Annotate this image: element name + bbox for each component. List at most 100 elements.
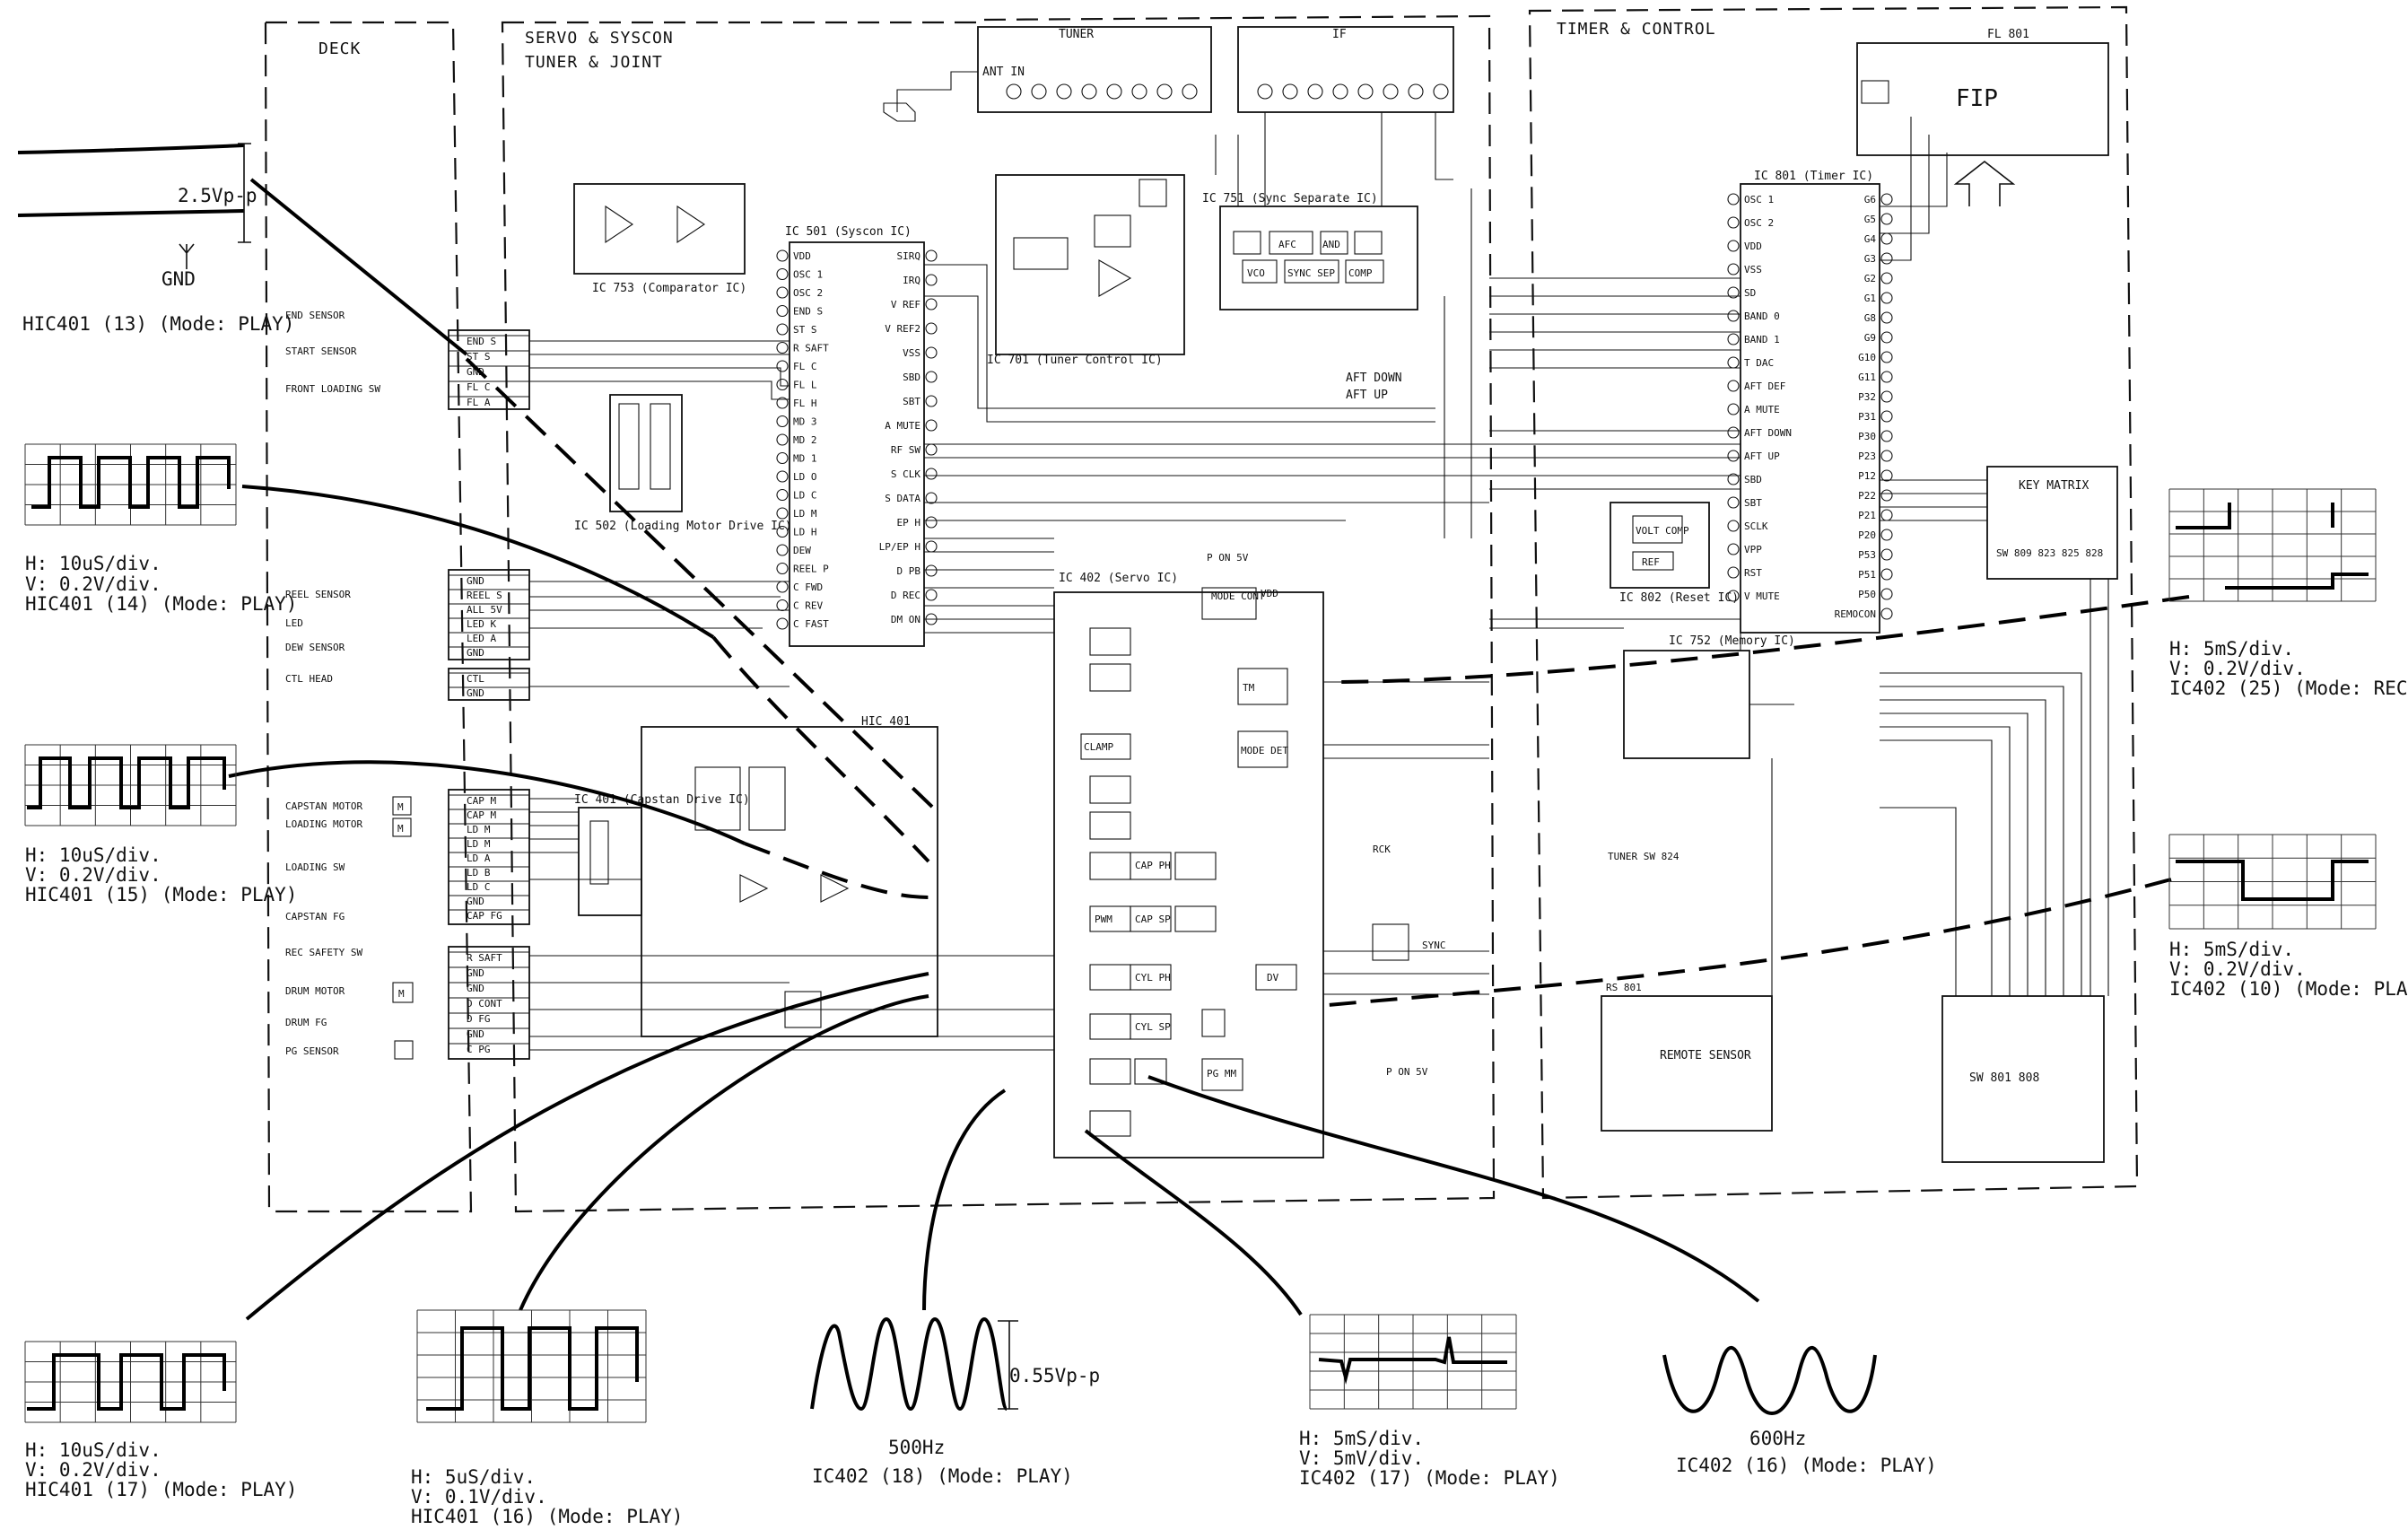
w10-h: H: 5mS/div. [2169,939,2294,960]
connector-pin-label: LED A [467,633,496,644]
pin-label: G10 [1858,352,1876,363]
w6-label: IC402 (18) (Mode: PLAY) [812,1465,1073,1487]
pin-marker [776,617,789,630]
pin-label: G5 [1864,214,1876,225]
pin-marker [776,323,789,336]
pin-label: A MUTE [885,420,920,432]
pin-label: G9 [1864,332,1876,344]
pin-marker [1880,410,1893,423]
hic401-label: HIC 401 [861,715,911,729]
pin-label: MD 1 [793,453,817,465]
pin-marker [1727,590,1740,602]
pin-label: AFT DEF [1744,380,1785,392]
reel-sensor-label: REEL SENSOR [285,589,351,600]
w4-v: V: 0.2V/div. [25,1459,161,1481]
servo-section: SERVO & SYSCON TUNER & JOINT [501,14,1496,1213]
pin-label: T DAC [1744,357,1774,369]
pin-label: VDD [1744,240,1762,252]
pin-marker [1727,566,1740,579]
pin-label: C FWD [793,581,823,593]
pin-marker [1727,286,1740,299]
end-sensor-label: END SENSOR [285,310,345,321]
pin-label: V REF2 [885,323,920,335]
pin-marker [1880,193,1893,205]
pin-label: G3 [1864,253,1876,265]
afc-label: AFC [1278,239,1296,250]
pin-marker [776,267,789,281]
tuner-label: TUNER [1059,28,1094,41]
w4-label: HIC401 (17) (Mode: PLAY) [25,1479,297,1500]
pin-marker [925,249,938,262]
pin-label: FL L [793,380,817,391]
pin-label: G4 [1864,233,1877,245]
pin-label: SD [1744,287,1756,299]
connector-pin-label: GND [467,575,484,587]
w7-h: H: 5mS/div. [1299,1428,1424,1449]
pin-label: RST [1744,567,1762,579]
timer-section: TIMER & CONTROL [1528,5,2139,1200]
w1-label: HIC401 (13) (Mode: PLAY) [22,313,294,335]
ic402-label: IC 402 (Servo IC) [1059,572,1178,585]
pin-marker [1727,263,1740,275]
pin-marker [776,397,789,409]
w5-h: H: 5uS/div. [411,1466,536,1488]
pin-label: G1 [1864,293,1876,304]
pin-label: OSC 1 [1744,194,1774,205]
sync-label: SYNC [1422,940,1446,951]
pin-label: LD C [793,490,817,502]
cyl-sp-label: CYL SP [1135,1021,1171,1033]
pin-marker [1880,331,1893,344]
ic502-label: IC 502 (Loading Motor Drive IC) [574,520,792,533]
pin-marker [1727,310,1740,322]
pin-marker [776,488,789,502]
mode-det-label: MODE DET [1241,745,1288,756]
pin-label: BAND 0 [1744,310,1780,322]
fl801-label: FL 801 [1987,28,2029,41]
pin-marker [1880,390,1893,403]
pin-label: MD 3 [793,416,817,428]
connector-pin-label: CAP FG [467,910,502,922]
ref-label: REF [1642,556,1660,568]
waveform-7: H: 5mS/div. V: 5mV/div. IC402 (17) (Mode… [1299,1314,1560,1489]
waveform-4: H: 10uS/div. V: 0.2V/div. HIC401 (17) (M… [24,1341,297,1500]
pin-label: S CLK [891,468,920,480]
ic802-reset: VOLT COMP REF IC 802 (Reset IC) [1610,502,1739,605]
ic802-label: IC 802 (Reset IC) [1619,591,1739,605]
pin-label: LD M [793,508,817,520]
pin-marker [1727,403,1740,415]
pin-label: SBD [1744,474,1762,485]
if-label: IF [1332,28,1347,41]
pin-label: OSC 2 [1744,217,1774,229]
pin-label: P30 [1858,431,1876,442]
connector-pin-label: LD M [467,838,491,850]
clamp-label: CLAMP [1084,741,1113,753]
key-matrix: KEY MATRIX SW 809 823 825 828 [1986,466,2118,580]
pin-label: G6 [1864,194,1876,205]
waveform-9: H: 5mS/div. V: 0.2V/div. IC402 (25) (Mod… [2168,488,2408,699]
w9-h: H: 5mS/div. [2169,638,2294,660]
pin-label: P20 [1858,529,1876,541]
connector-pin-label: FL C [467,381,491,393]
pin-marker [1880,371,1893,383]
pin-label: A MUTE [1744,404,1780,415]
pin-marker [776,562,789,575]
w5-label: HIC401 (16) (Mode: PLAY) [411,1506,683,1527]
pin-label: P12 [1858,470,1876,482]
pin-marker [925,443,938,456]
pin-marker [925,540,938,553]
pin-label: P31 [1858,411,1876,423]
pin-marker [925,564,938,577]
w6-freq: 500Hz [888,1437,945,1458]
connector-pin-label: GND [467,366,484,378]
pin-label: SBT [903,396,920,407]
pin-marker [1880,588,1893,600]
ic701-label: IC 701 (Tuner Control IC) [987,354,1163,367]
w7-label: IC402 (17) (Mode: PLAY) [1299,1467,1560,1489]
pin-marker [776,341,789,354]
and-label: AND [1322,239,1340,250]
pin-marker [776,544,789,556]
ic701-tuner-control: IC 701 (Tuner Control IC) [987,174,1185,367]
